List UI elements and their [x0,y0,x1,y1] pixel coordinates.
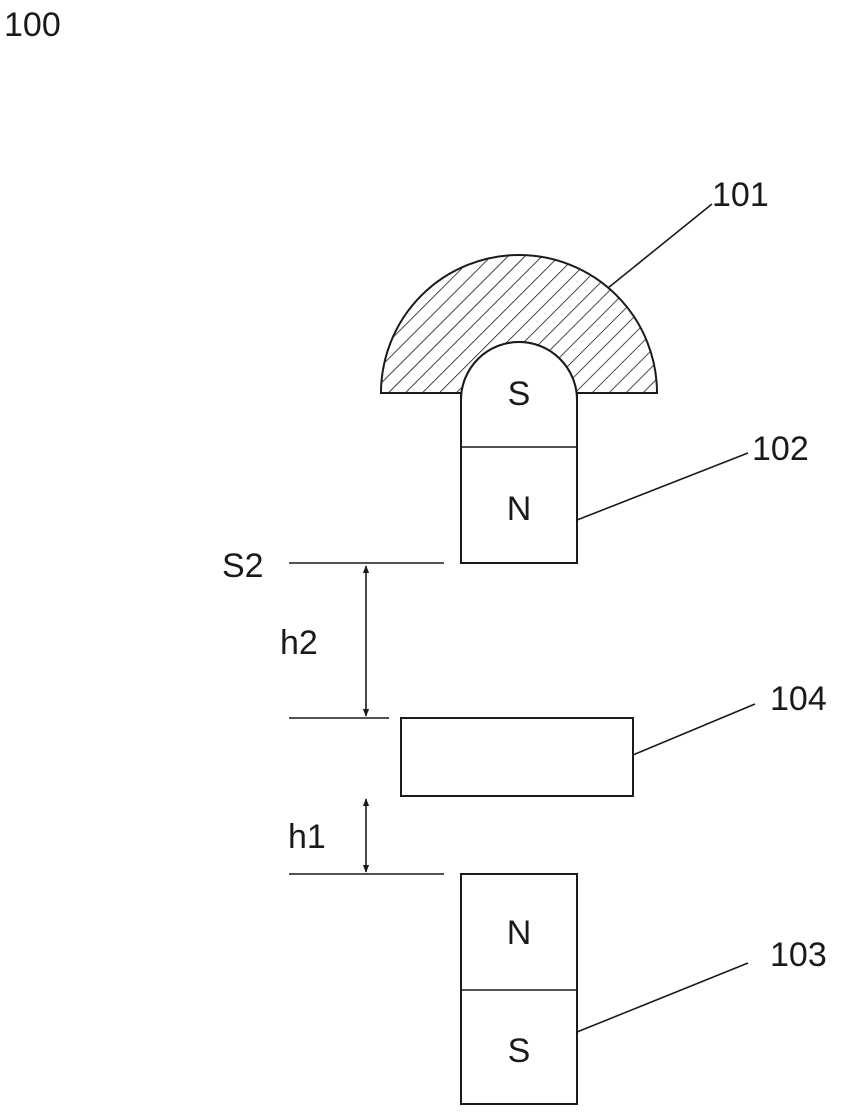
ref-label-102: 102 [752,430,809,468]
lower-pole-bottom: S [508,1032,531,1070]
figure-number: 100 [4,6,61,44]
upper-pole-top: S [508,375,531,413]
leader-103 [576,962,749,1033]
lower-magnet-103 [460,873,578,1105]
lower-pole-top: N [507,914,532,952]
leader-101 [607,203,713,289]
upper-pole-bottom: N [507,490,532,528]
upper-magnet-102 [460,341,578,564]
plate-104 [400,717,634,797]
s2-label: S2 [222,547,264,585]
ref-label-104: 104 [770,680,827,718]
ref-label-101: 101 [712,176,769,214]
leader-102 [576,452,749,521]
leader-104 [632,703,756,756]
h1-label: h1 [288,818,326,856]
ref-label-103: 103 [770,936,827,974]
h2-label: h2 [280,624,318,662]
